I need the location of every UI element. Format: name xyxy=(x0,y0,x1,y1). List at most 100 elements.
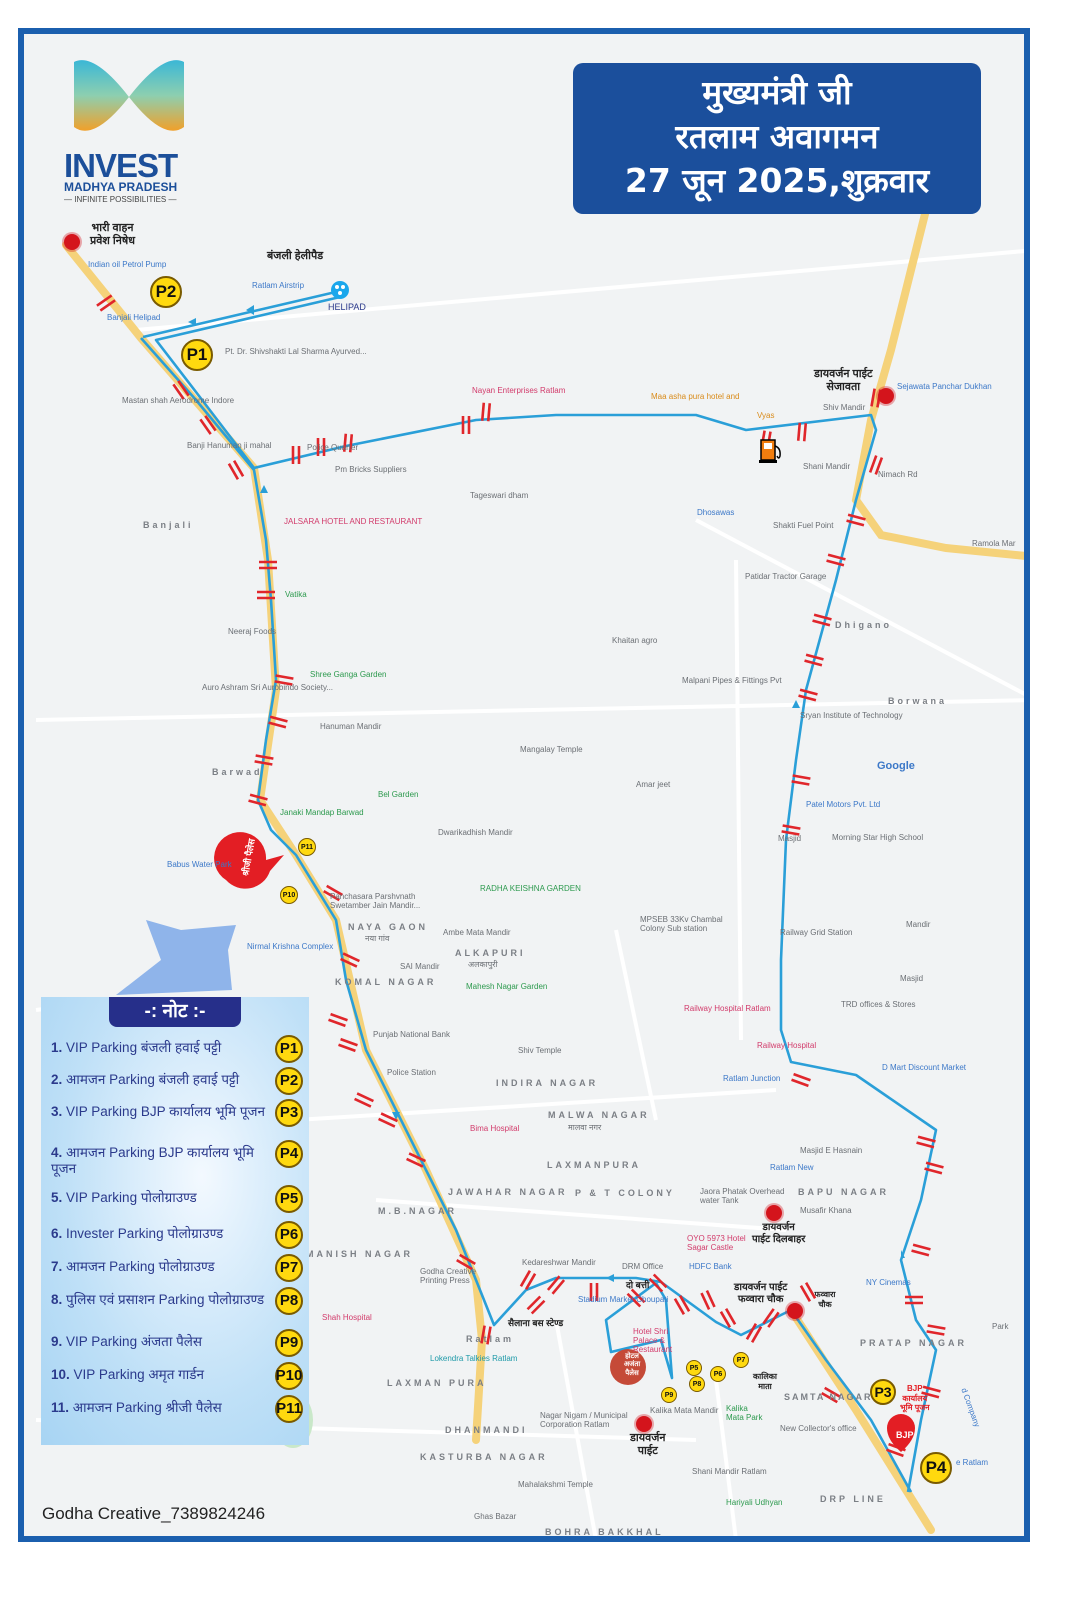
place-label: Shree Ganga Garden xyxy=(310,670,387,679)
place-label: Ghas Bazar xyxy=(474,1512,517,1521)
parking-badge-p1[interactable]: P1 xyxy=(181,339,213,371)
barrier-icon xyxy=(274,674,294,686)
route-helipad-out xyxy=(142,289,341,339)
logo-infinity-icon xyxy=(74,60,184,131)
event-title-box: मुख्यमंत्री जी रतलाम अवागमन 27 जून 2025,… xyxy=(573,63,981,214)
logo-subtitle: MADHYA PRADESH xyxy=(64,180,178,194)
barrier-icon xyxy=(248,793,268,807)
place-label: KOMAL NAGAR xyxy=(335,977,437,987)
place-label: Shakti Fuel Point xyxy=(773,521,834,530)
place-label: Sejawata Panchar Dukhan xyxy=(897,382,992,391)
place-label: M.B.NAGAR xyxy=(378,1206,457,1216)
place-label: Ambe Mata Mandir xyxy=(443,928,511,937)
helipad-label: HELIPAD xyxy=(328,302,366,312)
legend-parking-badge: P8 xyxy=(275,1287,303,1315)
place-label: SAMTA NAGAR xyxy=(784,1392,873,1402)
parking-badge-p9[interactable]: P9 xyxy=(661,1387,677,1403)
legend-item-number: 5. xyxy=(51,1190,63,1205)
legend-parking-badge: P9 xyxy=(275,1329,303,1357)
place-label: Indian oil Petrol Pump xyxy=(88,260,167,269)
place-label: Bel Garden xyxy=(378,790,419,799)
place-label: Dhigano xyxy=(835,620,892,630)
place-label: Mastan shah Aerodrome Indore xyxy=(122,396,235,405)
parking-badge-p6[interactable]: P6 xyxy=(710,1366,726,1382)
place-label: JAWAHAR NAGAR xyxy=(448,1187,568,1197)
parking-badge-p3[interactable]: P3 xyxy=(870,1379,896,1405)
place-label: Babus Water Park xyxy=(167,860,232,869)
title-line-2: रतलाम अवागमन xyxy=(675,117,879,156)
place-label: Tageswari dham xyxy=(470,491,529,500)
parking-badge-p2[interactable]: P2 xyxy=(150,276,182,308)
place-label: Hotel Shri Palace & Restaurant xyxy=(633,1327,673,1355)
place-label: Kalika Mata Mandir xyxy=(650,1406,719,1415)
place-label: Lokendra Talkies Ratlam xyxy=(430,1354,518,1363)
place-label: Malpani Pipes & Fittings Pvt xyxy=(682,676,782,685)
parking-badge-p10[interactable]: P10 xyxy=(280,886,298,904)
place-label: Musafir Khana xyxy=(800,1206,852,1215)
barrier-icon xyxy=(268,715,288,729)
barrier-icon xyxy=(804,653,824,667)
legend-parking-badge: P3 xyxy=(275,1099,303,1127)
parking-badge-p4[interactable]: P4 xyxy=(920,1452,952,1484)
place-label: Railway Grid Station xyxy=(780,928,853,937)
barrier-icon xyxy=(199,415,217,435)
barrier-icon xyxy=(626,1288,646,1308)
place-label: Masjid E Hasnain xyxy=(800,1146,863,1155)
barrier-icon xyxy=(96,294,116,312)
place-label: JALSARA HOTEL AND RESTAURANT xyxy=(284,517,423,526)
place-label: DRM Office xyxy=(622,1262,664,1271)
barrier-icon xyxy=(406,1152,426,1168)
legend-item-text: आमजन Parking पोलोग्राउण्ड xyxy=(66,1259,215,1274)
place-label: TRD offices & Stores xyxy=(841,1000,916,1009)
hotel-ajanta-label: होटल अजंता पैलेस xyxy=(623,1353,641,1377)
place-label: Masjid xyxy=(900,974,924,983)
parking-badge-p8[interactable]: P8 xyxy=(689,1376,705,1392)
fuel-station-icon xyxy=(759,439,781,463)
place-label: Pm Bricks Suppliers xyxy=(335,465,407,474)
route-helipad-in xyxy=(154,295,341,469)
legend-item-number: 10. xyxy=(51,1367,70,1382)
place-label: Nagar Nigam / Municipal Corporation Ratl… xyxy=(540,1411,628,1430)
barrier-icon xyxy=(546,1275,566,1295)
barrier-icon xyxy=(648,1273,668,1293)
place-label: Banjali xyxy=(143,520,194,530)
place-label: Shani Mandir xyxy=(803,462,851,471)
place-label: Vatika xyxy=(285,590,307,599)
place-label: KASTURBA NAGAR xyxy=(420,1452,548,1462)
diversion-point-icon xyxy=(636,1416,652,1432)
place-label: Ratlam xyxy=(466,1334,515,1344)
barrier-icon xyxy=(589,1283,599,1301)
place-label: MALWA NAGAR xyxy=(548,1110,650,1120)
route-stadium-loop xyxy=(604,1281,674,1380)
diversion-point-icon xyxy=(787,1303,803,1319)
place-label: Janaki Mandap Barwad xyxy=(280,808,364,817)
place-label: Neeraj Foods xyxy=(228,627,277,636)
fountain-chowk-label: फव्वारा चौक xyxy=(814,1290,836,1309)
place-label: MPSEB 33Kv Chambal Colony Sub station xyxy=(640,915,723,934)
place-label: Panchasara Parshvnath Swetamber Jain Man… xyxy=(330,892,421,911)
place-label: OYO 5973 Hotel Sagar Castle xyxy=(687,1234,746,1253)
place-label: DHANMANDI xyxy=(445,1425,528,1435)
barrier-icon xyxy=(340,952,360,968)
logo-title: INVEST xyxy=(64,147,178,184)
parking-badge-p5[interactable]: P5 xyxy=(686,1360,702,1376)
place-label: Banjali Helipad xyxy=(107,313,161,322)
map-frame: INVEST MADHYA PRADESH — INFINITE POSSIBI… xyxy=(18,28,1030,1542)
parking-badge-p7[interactable]: P7 xyxy=(733,1352,749,1368)
legend-item-number: 9. xyxy=(51,1334,63,1349)
route-direction-arrows xyxy=(188,305,905,1282)
barrier-icon xyxy=(799,1282,817,1302)
parking-badge-p11[interactable]: P11 xyxy=(298,838,316,856)
place-label: Dwarikadhish Mandir xyxy=(438,828,513,837)
banjali-helipad-label: बंजली हेलीपैड xyxy=(267,250,324,262)
place-label: MANISH NAGAR xyxy=(306,1249,413,1259)
diversion-point-icon xyxy=(766,1205,782,1221)
barrier-icon xyxy=(796,422,808,442)
place-label: Ratlam Airstrip xyxy=(252,281,305,290)
